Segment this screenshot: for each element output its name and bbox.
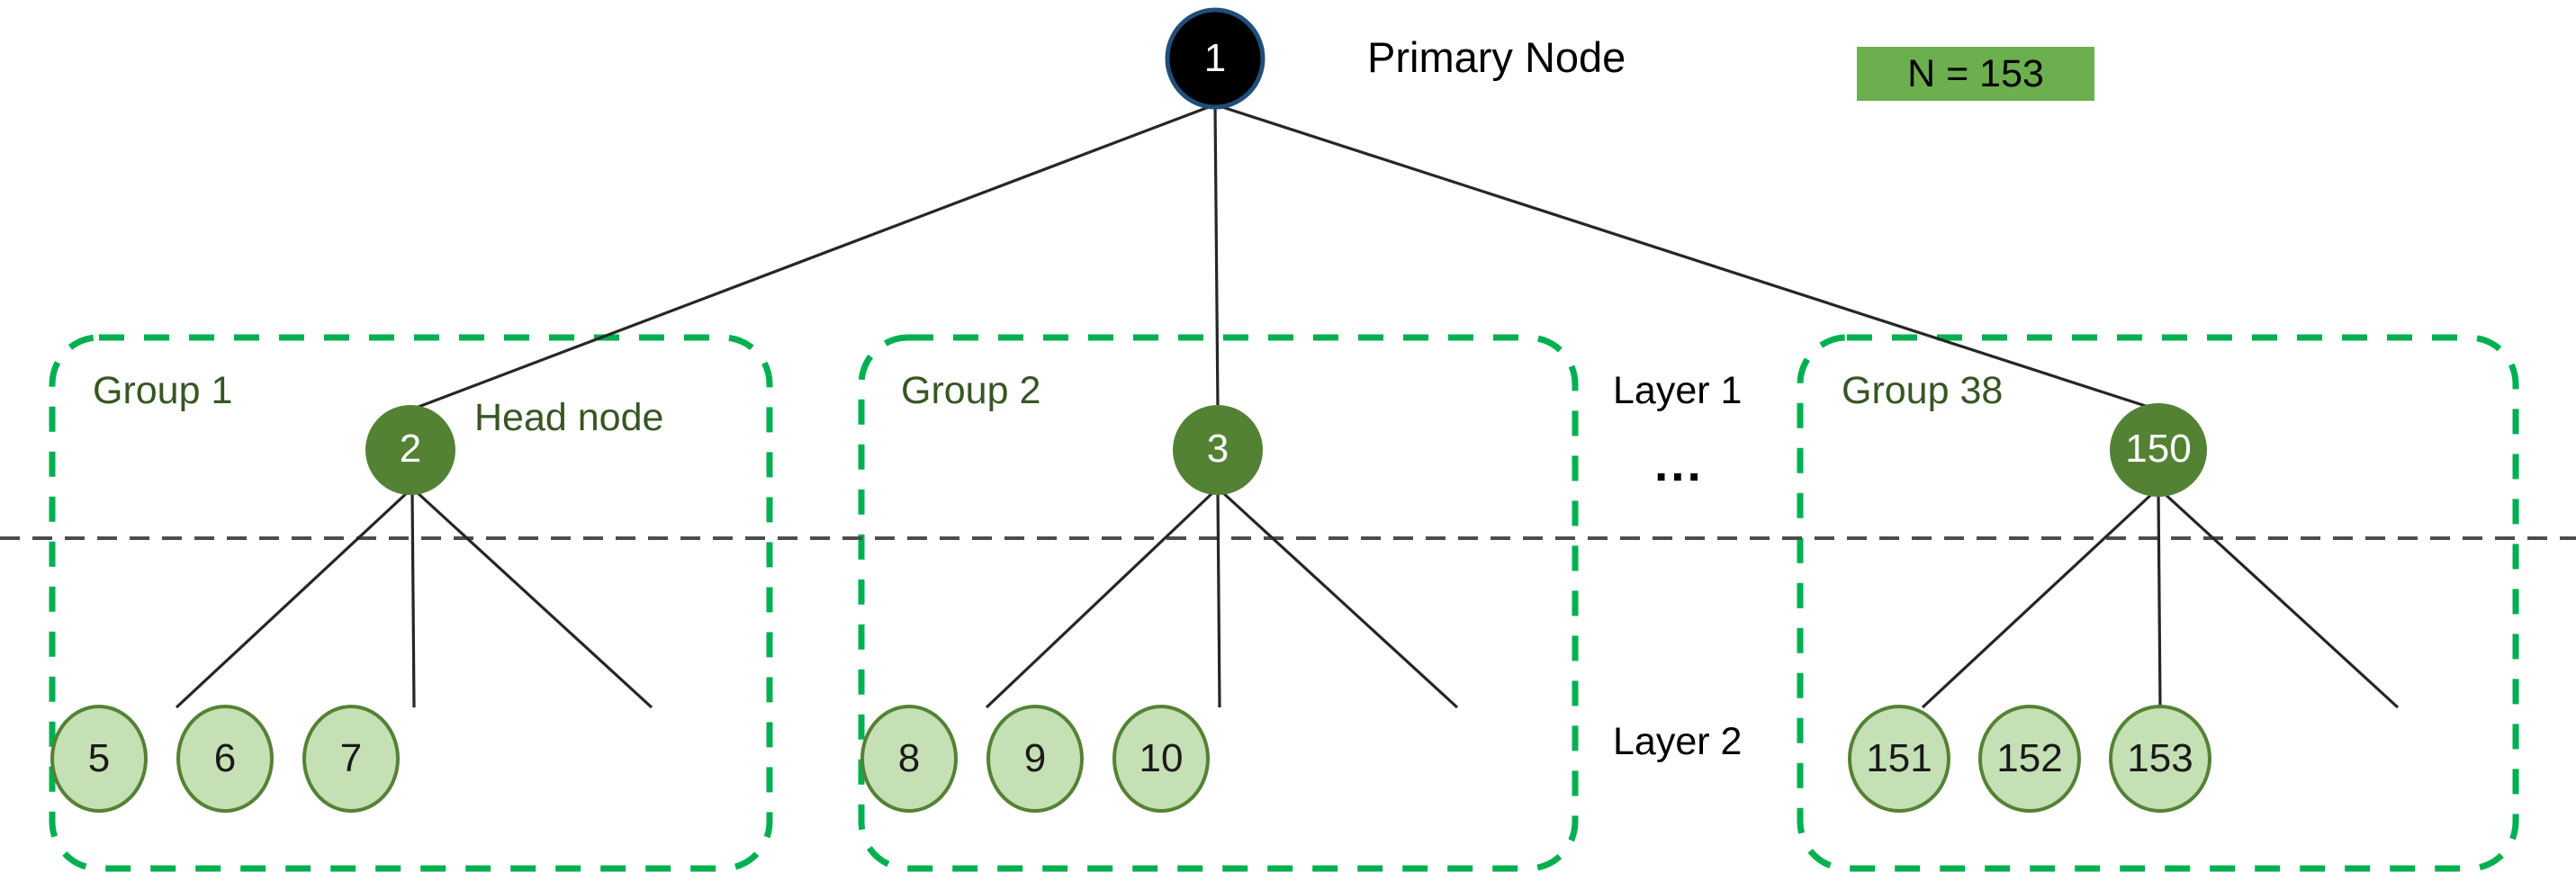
- total-nodes-badge: N = 153: [1857, 47, 2094, 101]
- leaf-node-label-6: 6: [213, 736, 237, 780]
- head-node-label-group-38: 150: [2125, 427, 2192, 471]
- edge-150-to-151: [1921, 489, 2157, 709]
- leaf-node-label-10: 10: [1139, 736, 1184, 780]
- total-nodes-badge-label: N = 153: [1907, 52, 2044, 95]
- leaf-node-153[interactable]: [2109, 705, 2211, 813]
- leaf-node-5[interactable]: [50, 705, 148, 813]
- edge-1-to-2: [410, 104, 1214, 411]
- leaf-node-6[interactable]: [176, 705, 274, 813]
- group-ellipsis: ...: [1654, 436, 1704, 491]
- edge-150-to-153: [2159, 489, 2400, 709]
- primary-node-caption: Primary Node: [1367, 33, 1626, 81]
- head-node-label-group-1: 2: [399, 427, 422, 471]
- group-box-38[interactable]: [1797, 334, 2519, 872]
- leaf-node-label-7: 7: [339, 736, 363, 780]
- primary-node[interactable]: [1165, 7, 1265, 110]
- group-box-2[interactable]: [858, 334, 1579, 872]
- edges-root-to-heads: [410, 104, 2157, 411]
- primary-node-circle[interactable]: [1165, 7, 1265, 110]
- leaf-node-label-8: 8: [897, 736, 921, 780]
- group-box-1[interactable]: [49, 334, 773, 872]
- head-node-group-38[interactable]: [2110, 403, 2207, 497]
- edge-3-to-9: [1216, 490, 1221, 708]
- leaf-nodes-group-2: [860, 705, 1210, 813]
- head-node-group-1[interactable]: [365, 405, 455, 495]
- leaf-node-9[interactable]: [986, 705, 1084, 813]
- edge-2-to-6: [410, 490, 416, 708]
- edges-group-38: [1921, 489, 2400, 709]
- leaf-node-8[interactable]: [860, 705, 958, 813]
- primary-node-label: 1: [1203, 36, 1227, 80]
- group-label-38: Group 38: [1842, 369, 2004, 412]
- leaf-node-151[interactable]: [1848, 705, 1950, 813]
- group-label-2: Group 2: [901, 369, 1041, 412]
- leaf-node-10[interactable]: [1112, 705, 1210, 813]
- edges-group-2: [985, 489, 1459, 709]
- layer-1-label: Layer 1: [1613, 369, 1743, 412]
- head-nodes: [365, 403, 2207, 497]
- leaf-node-label-5: 5: [87, 736, 111, 780]
- edge-150-to-152: [2157, 490, 2162, 708]
- edge-2-to-7: [413, 489, 653, 709]
- leaf-nodes-group-1: [50, 705, 400, 813]
- leaf-node-label-152: 152: [1996, 736, 2063, 780]
- edge-3-to-8: [985, 489, 1217, 709]
- leaf-node-152[interactable]: [1978, 705, 2081, 813]
- layer-2-label: Layer 2: [1613, 720, 1743, 763]
- head-node-caption: Head node: [474, 396, 664, 439]
- group-label-1: Group 1: [93, 369, 233, 412]
- edge-2-to-5: [175, 489, 411, 709]
- edge-3-to-10: [1219, 489, 1459, 709]
- head-node-label-group-2: 3: [1206, 427, 1229, 471]
- group-boxes: [49, 334, 2519, 872]
- leaf-node-label-151: 151: [1866, 736, 1932, 780]
- edge-1-to-3: [1213, 104, 1220, 410]
- leaf-node-label-9: 9: [1023, 736, 1047, 780]
- edges-group-1: [175, 489, 653, 709]
- leaf-node-label-153: 153: [2127, 736, 2193, 780]
- leaf-nodes-group-38: [1848, 705, 2211, 813]
- head-node-group-2[interactable]: [1173, 405, 1263, 495]
- leaf-node-7[interactable]: [302, 705, 400, 813]
- edge-1-to-150: [1216, 104, 2157, 411]
